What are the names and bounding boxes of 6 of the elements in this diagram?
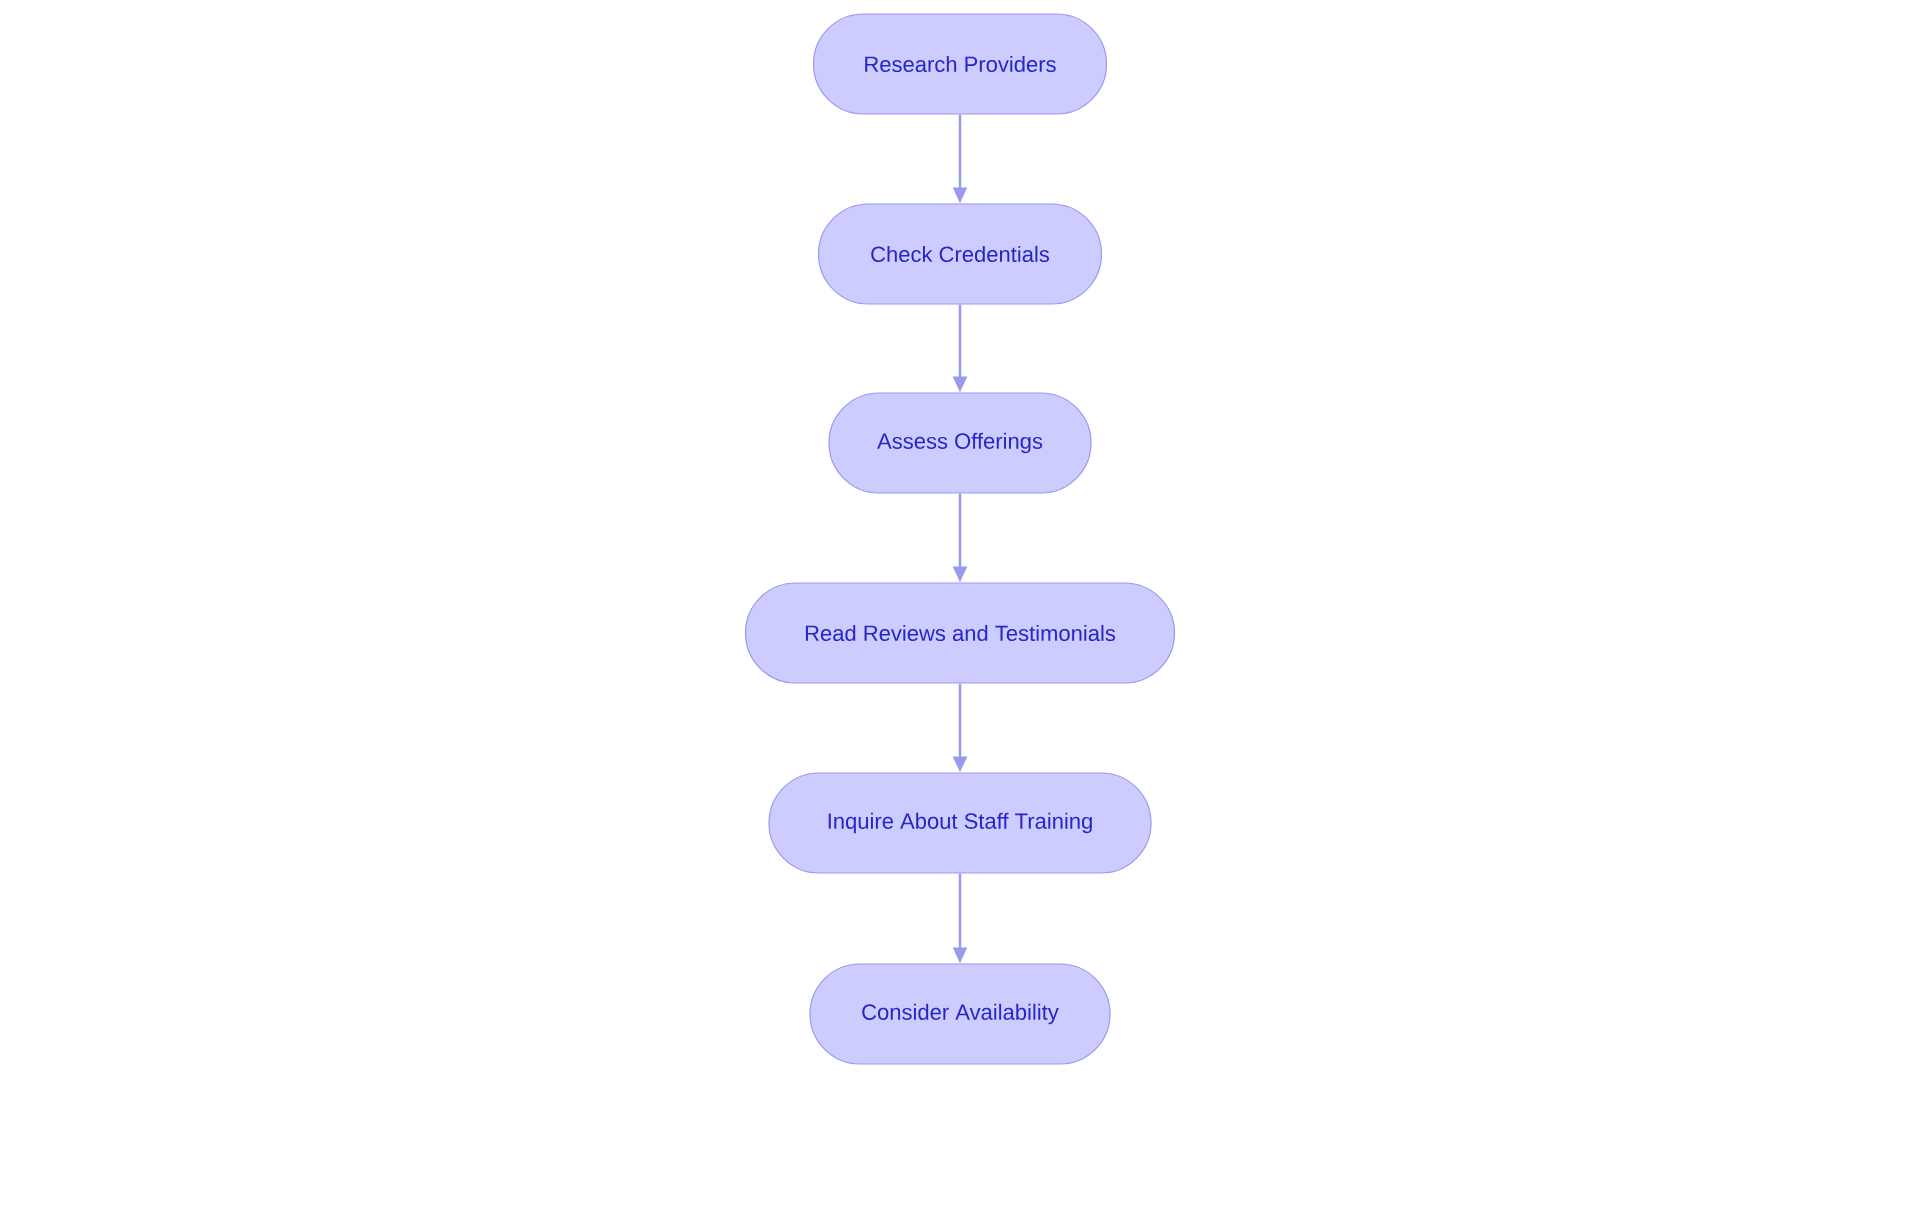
process-box: Read Reviews and Testimonials: [744, 582, 1176, 684]
process-box: Assess Offerings: [828, 392, 1092, 494]
process-box: Check Credentials: [817, 203, 1103, 305]
process-box: Inquire About Staff Training: [768, 772, 1152, 874]
process-box: Research Providers: [812, 13, 1108, 115]
process-box: Consider Availability: [809, 963, 1111, 1065]
